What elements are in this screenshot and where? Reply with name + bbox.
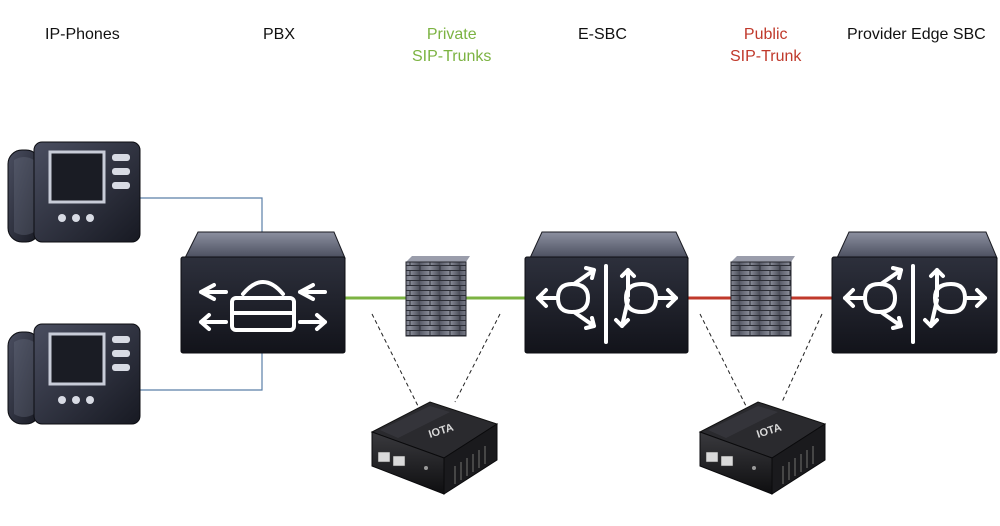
- firewall-private: [405, 256, 470, 337]
- label-private-line2: SIP-Trunks: [412, 48, 492, 65]
- sbc-icon: [843, 264, 987, 344]
- label-public-line1: Public: [743, 26, 788, 43]
- sbc-icon: [536, 264, 678, 344]
- ethernet-port-icon: [705, 451, 719, 463]
- monitor-taps: [371, 313, 823, 411]
- provider-sbc-device: [831, 231, 998, 354]
- iota-monitor-1: IOTA: [370, 401, 499, 495]
- label-pbx: PBX: [263, 26, 296, 43]
- label-ip-phones: IP-Phones: [45, 26, 120, 43]
- firewall-icon: [730, 261, 792, 337]
- iota-monitor-2: IOTA: [698, 401, 827, 495]
- label-public-line2: SIP-Trunk: [730, 48, 802, 65]
- ip-phone-bottom: [7, 323, 141, 425]
- ethernet-port-icon: [392, 455, 406, 467]
- ethernet-port-icon: [720, 455, 734, 467]
- phone-link-bottom: [140, 352, 263, 391]
- label-public-sip-trunk: Public SIP-Trunk: [730, 24, 801, 68]
- firewall-public: [730, 256, 795, 337]
- phone-screen-icon: [48, 150, 106, 204]
- label-private-line1: Private: [426, 26, 477, 43]
- phone-screen-icon: [48, 332, 106, 386]
- phone-links: [140, 197, 263, 391]
- ip-phone-top: [7, 141, 141, 243]
- pbx-icon: [199, 280, 327, 332]
- firewall-icon: [405, 261, 467, 337]
- phone-link-top: [140, 197, 263, 234]
- pbx-device: [180, 231, 346, 354]
- esbc-device: [524, 231, 689, 354]
- label-esbc: E-SBC: [578, 26, 627, 43]
- label-provider-edge-sbc: Provider Edge SBC: [847, 26, 986, 43]
- label-private-sip-trunks: Private SIP-Trunks: [412, 24, 491, 68]
- ethernet-port-icon: [377, 451, 391, 463]
